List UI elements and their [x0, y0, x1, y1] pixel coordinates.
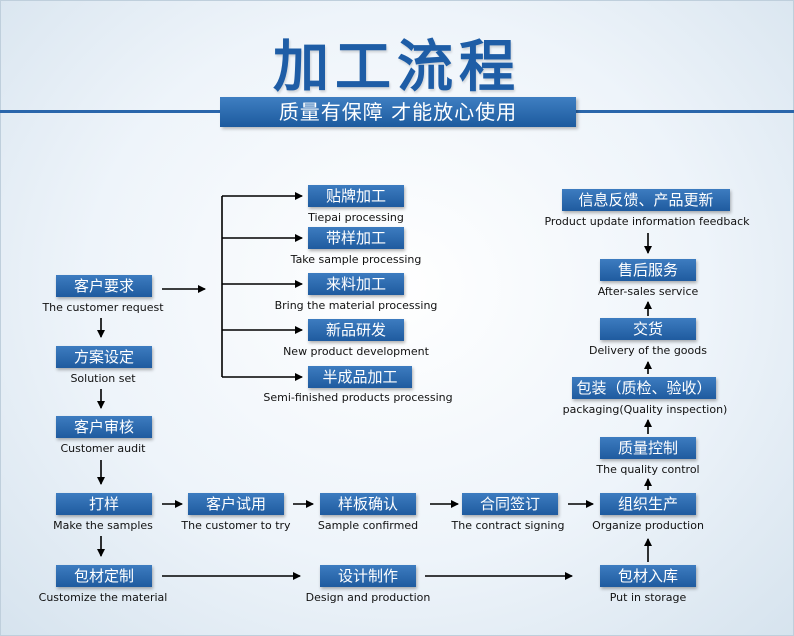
step-sample-confirmed-en: Sample confirmed [317, 519, 419, 532]
step-packaging-en: packaging(Quality inspection) [562, 403, 728, 416]
step-take-sample: 带样加工 [308, 227, 404, 249]
step-bring-material: 来料加工 [308, 273, 404, 295]
page-subtitle: 质量有保障 才能放心使用 [220, 97, 576, 127]
step-customize-material: 包材定制 [56, 565, 152, 587]
step-make-samples: 打样 [56, 493, 152, 515]
step-customer-try: 客户试用 [188, 493, 284, 515]
step-customer-audit-en: Customer audit [60, 442, 146, 455]
step-delivery: 交货 [600, 318, 696, 340]
step-design-production-en: Design and production [305, 591, 431, 604]
step-feedback: 信息反馈、产品更新 [562, 189, 730, 211]
step-put-in-storage-en: Put in storage [609, 591, 687, 604]
step-solution-set-en: Solution set [70, 372, 136, 385]
step-new-product-en: New product development [283, 345, 429, 358]
step-put-in-storage: 包材入库 [600, 565, 696, 587]
step-feedback-en: Product update information feedback [544, 215, 750, 228]
step-packaging: 包装（质检、验收） [572, 377, 716, 399]
step-take-sample-en: Take sample processing [290, 253, 422, 266]
step-customer-request-en: The customer request [42, 301, 164, 314]
step-customer-audit: 客户审核 [56, 416, 152, 438]
step-quality-control-en: The quality control [596, 463, 700, 476]
step-sample-confirmed: 样板确认 [320, 493, 416, 515]
step-semi-finished-en: Semi-finished products processing [263, 391, 453, 404]
step-quality-control: 质量控制 [600, 437, 696, 459]
step-delivery-en: Delivery of the goods [589, 344, 707, 357]
step-bring-material-en: Bring the material processing [274, 299, 438, 312]
step-semi-finished: 半成品加工 [308, 366, 412, 388]
step-customize-material-en: Customize the material [38, 591, 168, 604]
step-organize-production-en: Organize production [592, 519, 704, 532]
step-design-production: 设计制作 [320, 565, 416, 587]
step-customer-request: 客户要求 [56, 275, 152, 297]
step-solution-set: 方案设定 [56, 346, 152, 368]
step-make-samples-en: Make the samples [53, 519, 153, 532]
step-new-product: 新品研发 [308, 319, 404, 341]
step-contract-signing-en: The contract signing [451, 519, 565, 532]
step-tiepai-en: Tiepai processing [308, 211, 404, 224]
step-contract-signing: 合同签订 [462, 493, 558, 515]
step-customer-try-en: The customer to try [181, 519, 291, 532]
step-after-sales: 售后服务 [600, 259, 696, 281]
step-tiepai: 贴牌加工 [308, 185, 404, 207]
step-organize-production: 组织生产 [600, 493, 696, 515]
page-title: 加工流程 [273, 35, 521, 100]
step-after-sales-en: After-sales service [597, 285, 699, 298]
